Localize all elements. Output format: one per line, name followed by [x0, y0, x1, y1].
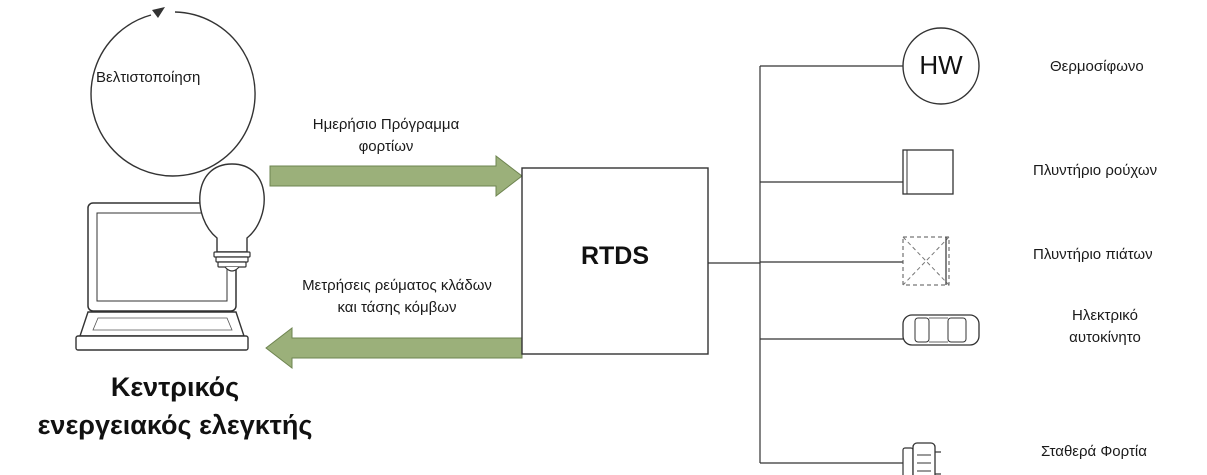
water-heater-icon: HW	[919, 50, 963, 80]
load-label-water-heater: Θερμοσίφωνο	[1050, 58, 1144, 75]
fixed-loads-icon	[902, 442, 941, 475]
optimization-label: Βελτιστοποίηση	[96, 69, 201, 86]
rtds-label: RTDS	[580, 242, 650, 270]
washing-machine-icon	[902, 149, 954, 195]
schedule-arrow-shape	[269, 154, 523, 198]
schedule-label-line2: φορτίων	[358, 138, 414, 155]
measurements-label-line1: Μετρήσεις ρεύματος κλάδων	[302, 277, 492, 294]
controller-title-line2: ενεργειακός ελεγκτής	[37, 410, 313, 440]
load-label-electric-car-line2: αυτοκίνητο	[1069, 329, 1141, 346]
load-label-dishwasher: Πλυντήριο πιάτων	[1033, 246, 1153, 263]
water-heater-circle	[902, 27, 980, 105]
controller-title: Κεντρικός ενεργειακός ελεγκτής	[0, 368, 350, 444]
load-label-electric-car-line1: Ηλεκτρικό	[1072, 307, 1138, 324]
distribution-bus	[708, 65, 903, 464]
measurements-label: Μετρήσεις ρεύματος κλάδων και τάσης κόμβ…	[262, 275, 532, 319]
schedule-label: Ημερήσιο Πρόγραμμα φορτίων	[272, 114, 500, 158]
optimization-cycle-icon	[90, 7, 256, 177]
load-label-fixed-loads: Σταθερά Φορτία	[1041, 443, 1147, 460]
measurements-label-line2: και τάσης κόμβων	[337, 299, 457, 316]
measurements-arrow-shape	[265, 326, 523, 370]
controller-title-line1: Κεντρικός	[110, 372, 240, 402]
load-label-washing-machine: Πλυντήριο ρούχων	[1033, 162, 1158, 179]
load-label-electric-car: Ηλεκτρικό αυτοκίνητο	[1050, 305, 1160, 349]
schedule-arrow	[269, 154, 523, 198]
schedule-label-line1: Ημερήσιο Πρόγραμμα	[312, 116, 460, 133]
dishwasher-icon	[902, 236, 950, 286]
rtds-box	[521, 167, 709, 355]
electric-car-icon	[902, 314, 980, 346]
lightbulb-icon	[199, 163, 265, 272]
measurements-arrow	[265, 326, 523, 370]
laptop-icon	[75, 202, 249, 351]
